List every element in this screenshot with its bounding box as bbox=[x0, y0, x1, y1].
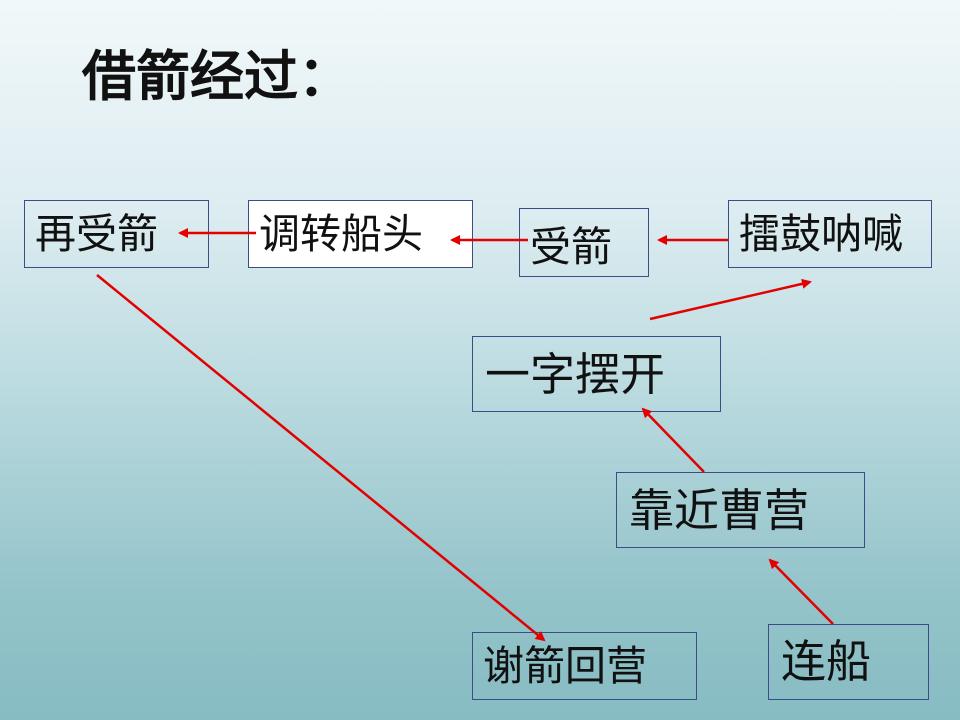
node-thank-label: 谢箭回营 bbox=[483, 641, 647, 690]
node-approach: 靠近曹营 bbox=[616, 472, 865, 548]
node-drum-shout: 擂鼓呐喊 bbox=[728, 200, 932, 268]
node-turn-boat: 调转船头 bbox=[248, 200, 473, 268]
node-turn-boat-label: 调转船头 bbox=[259, 209, 423, 258]
arrow-rereceive-to-thank bbox=[96, 274, 546, 642]
node-drum-shout-label: 擂鼓呐喊 bbox=[739, 210, 903, 258]
arrow-approach-to-lineup bbox=[641, 407, 705, 473]
node-connect-label: 连船 bbox=[781, 635, 872, 688]
node-line-up-label: 一字摆开 bbox=[485, 347, 666, 401]
node-receive: 受箭 bbox=[519, 208, 649, 277]
arrow-connect-to-approach bbox=[768, 558, 834, 625]
arrow-lineup-to-drum bbox=[649, 278, 812, 321]
node-line-up: 一字摆开 bbox=[472, 336, 721, 412]
node-re-receive-label: 再受箭 bbox=[35, 209, 158, 258]
node-receive-label: 受箭 bbox=[530, 223, 612, 271]
node-approach-label: 靠近曹营 bbox=[629, 483, 810, 537]
node-connect: 连船 bbox=[768, 624, 929, 700]
node-thank: 谢箭回营 bbox=[472, 632, 697, 700]
slide-title: 借箭经过： bbox=[82, 45, 352, 108]
node-re-receive: 再受箭 bbox=[24, 200, 209, 268]
